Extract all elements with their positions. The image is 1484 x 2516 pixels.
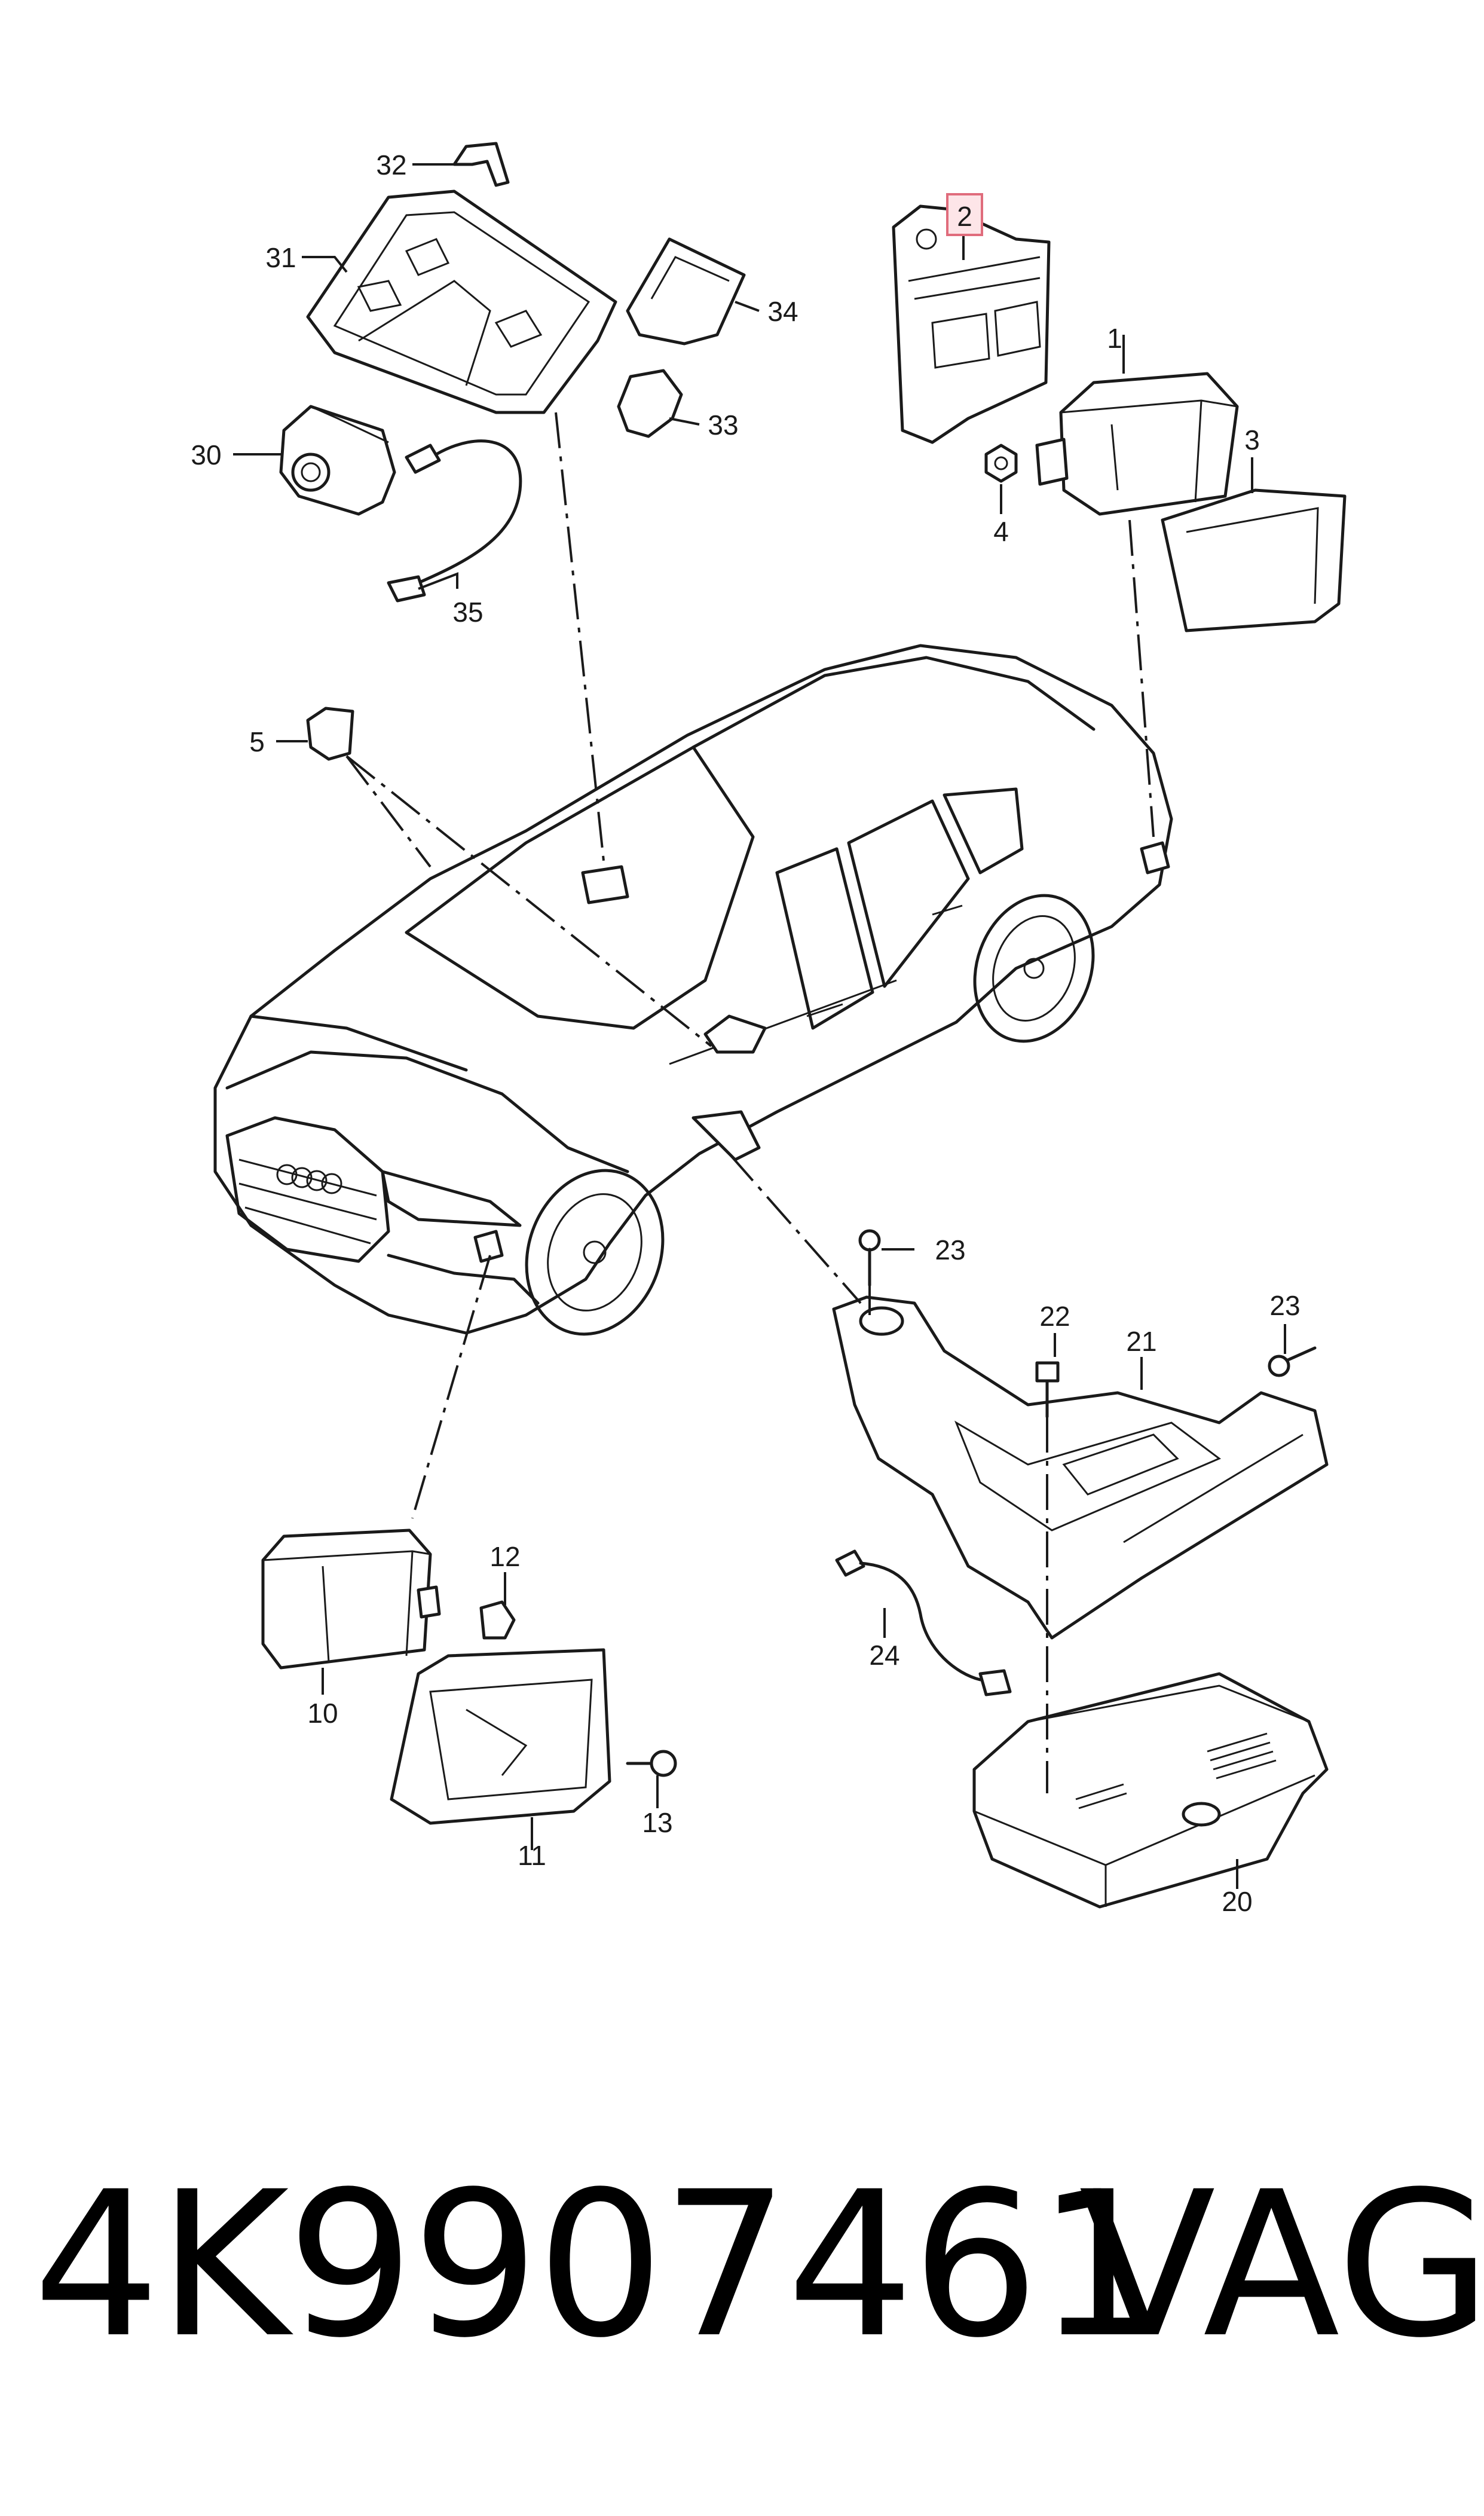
callout-1: 1: [1107, 323, 1122, 354]
part-1-control-unit: [1035, 372, 1239, 516]
callout-10: 10: [307, 1698, 338, 1729]
callout-12: 12: [489, 1541, 520, 1572]
part-11-bracket: [390, 1648, 611, 1825]
part-10-control-unit: [261, 1528, 441, 1670]
callout-4: 4: [993, 516, 1009, 547]
brand-label: VAG: [1079, 2149, 1484, 2382]
part-12-nut: [479, 1600, 516, 1640]
callout-5: 5: [249, 726, 265, 757]
callout-13: 13: [642, 1807, 672, 1838]
assembly-lines: [345, 412, 1155, 1793]
part-5-sensor: [306, 707, 354, 761]
part-3-cover: [1161, 488, 1347, 632]
callout-21: 21: [1126, 1326, 1156, 1357]
part-13-bolt: [626, 1750, 677, 1777]
part-30-camera-module: [279, 405, 396, 516]
part-24-cable: [835, 1549, 1012, 1696]
callout-11: 11: [518, 1840, 546, 1871]
callout-23-top: 23: [935, 1234, 965, 1265]
part-35-cable: [387, 439, 522, 603]
callout-33: 33: [708, 409, 738, 441]
callout-2: 2: [957, 201, 972, 232]
part-21-mounting-bracket: [832, 1295, 1329, 1640]
part-20-control-module: [972, 1672, 1329, 1909]
part-2-bracket: [892, 204, 1051, 444]
highlight-box-2: [946, 193, 983, 236]
callout-22: 22: [1039, 1301, 1070, 1332]
part-32-clip: [452, 142, 510, 187]
part-31-cover-plate: [306, 189, 617, 414]
part-23-bolt-top: [858, 1229, 881, 1287]
callout-32: 32: [376, 149, 406, 181]
callout-labels: 1 2 3 4 5 10 11 12 13 20 21 22 23 23 24 …: [191, 149, 1300, 1917]
part-4-nut: [984, 444, 1018, 483]
callout-23-right: 23: [1269, 1290, 1300, 1321]
callout-35: 35: [452, 597, 483, 628]
callout-30: 30: [191, 439, 221, 470]
car-illustration: [213, 644, 1173, 1336]
callout-34: 34: [767, 296, 798, 327]
part-number: 4K9907461: [33, 2149, 1164, 2382]
callout-20: 20: [1222, 1886, 1252, 1917]
part-33-cover: [617, 369, 683, 438]
part-23-bolt-right: [1268, 1346, 1317, 1377]
leader-lines: [233, 163, 1286, 1889]
part-34-mirror-cover: [626, 237, 746, 346]
callout-24: 24: [869, 1640, 899, 1671]
callout-3: 3: [1244, 424, 1260, 455]
part-22-bolt: [1035, 1361, 1060, 1419]
callout-31: 31: [265, 242, 296, 273]
